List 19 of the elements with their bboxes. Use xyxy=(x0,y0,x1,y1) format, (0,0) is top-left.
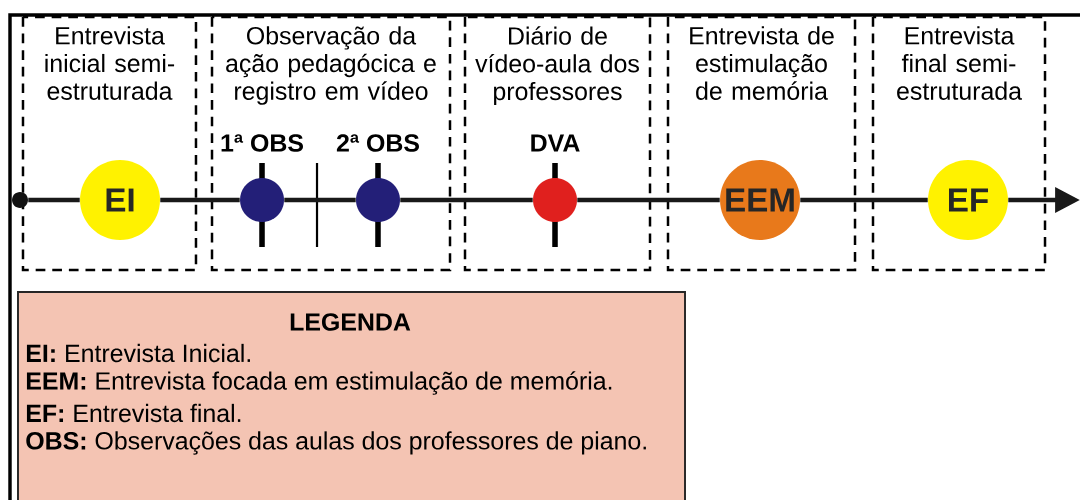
legend-entry: EF: Entrevista final. xyxy=(26,403,241,423)
timeline-line xyxy=(284,197,356,203)
timeline-line xyxy=(28,197,80,203)
point-label: DVA xyxy=(531,134,580,152)
point-label: 1ª OBS xyxy=(221,134,303,152)
event-dot xyxy=(240,163,284,247)
legend-box xyxy=(17,291,686,500)
event-dot xyxy=(533,163,577,247)
legend-entry: EEM: Entrevista focada em estimulação de memória. xyxy=(26,371,612,395)
timeline-start-dot xyxy=(12,192,28,208)
legend-title: LEGENDA xyxy=(290,313,411,331)
legend-entry: EI: Entrevista Inicial. xyxy=(26,343,250,363)
timeline-line xyxy=(160,197,240,203)
event-dot xyxy=(356,163,400,247)
timeline-line xyxy=(400,197,533,203)
legend-entry: OBS: Observações das aulas dos professores de piano. xyxy=(26,431,646,455)
timeline-line xyxy=(800,197,928,203)
point-label: 2ª OBS xyxy=(336,134,419,152)
timeline-line xyxy=(577,197,720,203)
